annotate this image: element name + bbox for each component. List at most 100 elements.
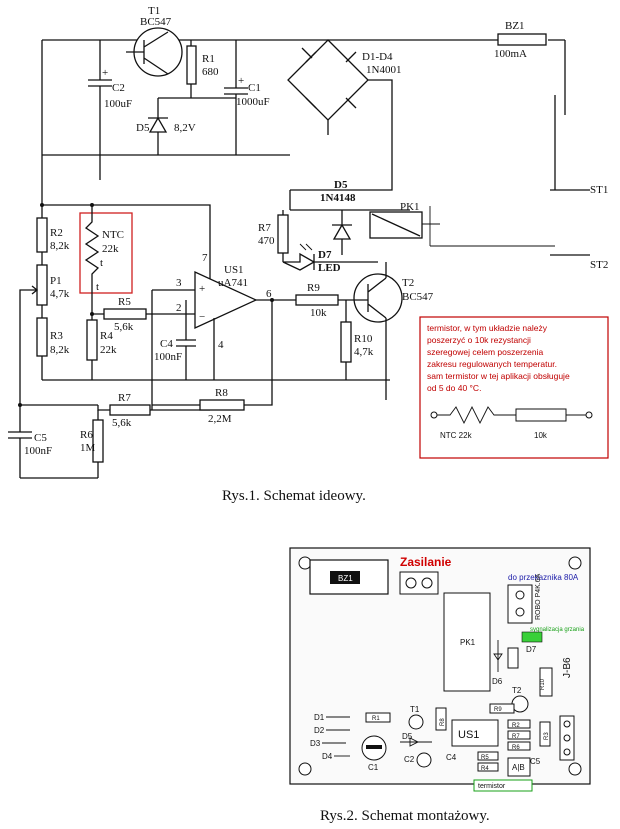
r1-part: R1 bbox=[372, 716, 380, 722]
t1-part: T1 bbox=[410, 705, 420, 714]
c1-value: 1000uF bbox=[236, 96, 270, 108]
svg-text:−: − bbox=[199, 311, 205, 323]
r6-resistor bbox=[92, 419, 104, 463]
pk1-part: PK1 bbox=[460, 638, 476, 647]
note-line-2: poszerzyć o 10k rezystancji bbox=[427, 335, 531, 345]
r2-value: 8,2k bbox=[50, 240, 70, 252]
t2-part: T2 bbox=[512, 686, 522, 695]
r5-resistor bbox=[103, 308, 147, 320]
c2-value: 100uF bbox=[104, 98, 132, 110]
us1-label: US1 bbox=[224, 264, 244, 276]
ntc-value: 22k bbox=[102, 243, 119, 255]
r3-label: R3 bbox=[50, 330, 63, 342]
r10-label: R10 bbox=[354, 333, 373, 345]
r3-value: 8,2k bbox=[50, 344, 70, 356]
r7b-value: 5,6k bbox=[112, 417, 132, 429]
d3-part: D3 bbox=[310, 739, 321, 748]
note-series-diagram bbox=[430, 405, 593, 425]
c4-value: 100nF bbox=[154, 351, 182, 363]
note-ntc-label: NTC 22k bbox=[440, 431, 473, 440]
t2-transistor bbox=[353, 262, 403, 400]
note-line-5: sam termistor w tej aplikacji obsługuje bbox=[427, 371, 570, 381]
d5-diode-label: D5 bbox=[334, 179, 348, 191]
t2-label: T2 bbox=[402, 277, 414, 289]
r7-label: R7 bbox=[258, 222, 271, 234]
pin4-label: 4 bbox=[218, 339, 224, 351]
c1-label: C1 bbox=[248, 82, 261, 94]
c5-label: C5 bbox=[34, 432, 47, 444]
r7-value: 470 bbox=[258, 235, 275, 247]
bridge-value: 1N4001 bbox=[366, 64, 401, 76]
svg-text:A|B: A|B bbox=[512, 763, 525, 772]
d5-zener-value: 8,2V bbox=[174, 122, 196, 134]
t1-value: BC547 bbox=[140, 16, 172, 28]
figure1-caption: Rys.1. Schemat ideowy. bbox=[222, 488, 366, 504]
pin6-label: 6 bbox=[266, 288, 272, 300]
pin7-label: 7 bbox=[202, 252, 208, 264]
r6-value: 1M bbox=[80, 442, 96, 454]
pin2-label: 2 bbox=[176, 302, 182, 314]
r3-part: R3 bbox=[544, 732, 550, 740]
pk1-relay bbox=[369, 211, 423, 239]
c2-part: C2 bbox=[404, 755, 415, 764]
r9-resistor bbox=[295, 294, 339, 306]
d2-part: D2 bbox=[314, 726, 325, 735]
relay-output-label: do przekaznika 80A bbox=[508, 573, 579, 582]
r9-value: 10k bbox=[310, 307, 327, 319]
figure2-caption: Rys.2. Schemat montażowy. bbox=[320, 808, 490, 824]
r9-label: R9 bbox=[307, 282, 320, 294]
r6-part: R6 bbox=[512, 745, 520, 751]
ntc-label: NTC bbox=[102, 229, 124, 241]
thermistor-note-box bbox=[419, 316, 609, 459]
us1-value: uA741 bbox=[218, 277, 248, 289]
d5-part: D5 bbox=[402, 732, 413, 741]
r8-value: 2,2M bbox=[208, 413, 232, 425]
r10-part: R10 bbox=[540, 678, 546, 690]
t1-transistor bbox=[126, 27, 183, 77]
r5-value: 5,6k bbox=[114, 321, 134, 333]
pk1-label: PK1 bbox=[400, 201, 420, 213]
d5-diode-value: 1N4148 bbox=[320, 192, 356, 204]
svg-text:+: + bbox=[102, 67, 108, 79]
note-line-4: zakresu regulowanych temperatur. bbox=[427, 359, 557, 369]
r2-resistor bbox=[36, 217, 48, 253]
d7-label: D7 bbox=[318, 249, 332, 261]
r6-label: R6 bbox=[80, 429, 93, 441]
bz1-fuse bbox=[497, 33, 547, 46]
d5-zener-label: D5 bbox=[136, 122, 150, 134]
p1-potentiometer bbox=[36, 264, 48, 306]
r1-label: R1 bbox=[202, 53, 215, 65]
assembly-diagram: Zasilanie do przekaznika 80A sygnalizacj… bbox=[289, 547, 591, 824]
st2-label: ST2 bbox=[590, 259, 608, 271]
svg-text:t: t bbox=[96, 281, 99, 293]
note-line-6: od 5 do 40 °C. bbox=[427, 383, 481, 393]
r1-value: 680 bbox=[202, 66, 219, 78]
r10-resistor bbox=[340, 321, 352, 363]
r5-label: R5 bbox=[118, 296, 131, 308]
power-label: Zasilanie bbox=[400, 555, 452, 569]
board-side-label: J-B6 bbox=[562, 657, 573, 678]
c5-value: 100nF bbox=[24, 445, 52, 457]
bridge-label: D1-D4 bbox=[362, 51, 393, 63]
us1-part: US1 bbox=[458, 729, 479, 741]
r7b-resistor bbox=[109, 404, 151, 416]
ntc-highlight-box bbox=[79, 212, 133, 294]
p1-value: 4,7k bbox=[50, 288, 70, 300]
r7b-label: R7 bbox=[118, 392, 131, 404]
d4-part: D4 bbox=[322, 752, 333, 761]
pin3-label: 3 bbox=[176, 277, 182, 289]
c2-label: C2 bbox=[112, 82, 125, 94]
c4-label: C4 bbox=[160, 338, 173, 350]
d7-value: LED bbox=[318, 262, 341, 274]
r4-part: R4 bbox=[481, 766, 489, 772]
d7-part: D7 bbox=[526, 645, 537, 654]
d6-part: D6 bbox=[492, 677, 503, 686]
svg-text:+: + bbox=[199, 283, 205, 295]
c4-part: C4 bbox=[446, 753, 457, 762]
heating-signal-label: sygnalizacja grzania bbox=[530, 627, 585, 633]
connector-label: ROBO P4K.6A bbox=[535, 573, 542, 620]
r8-label: R8 bbox=[215, 387, 228, 399]
svg-text:t: t bbox=[100, 257, 103, 269]
t1-label: T1 bbox=[148, 5, 160, 17]
r10-value: 4,7k bbox=[354, 346, 374, 358]
